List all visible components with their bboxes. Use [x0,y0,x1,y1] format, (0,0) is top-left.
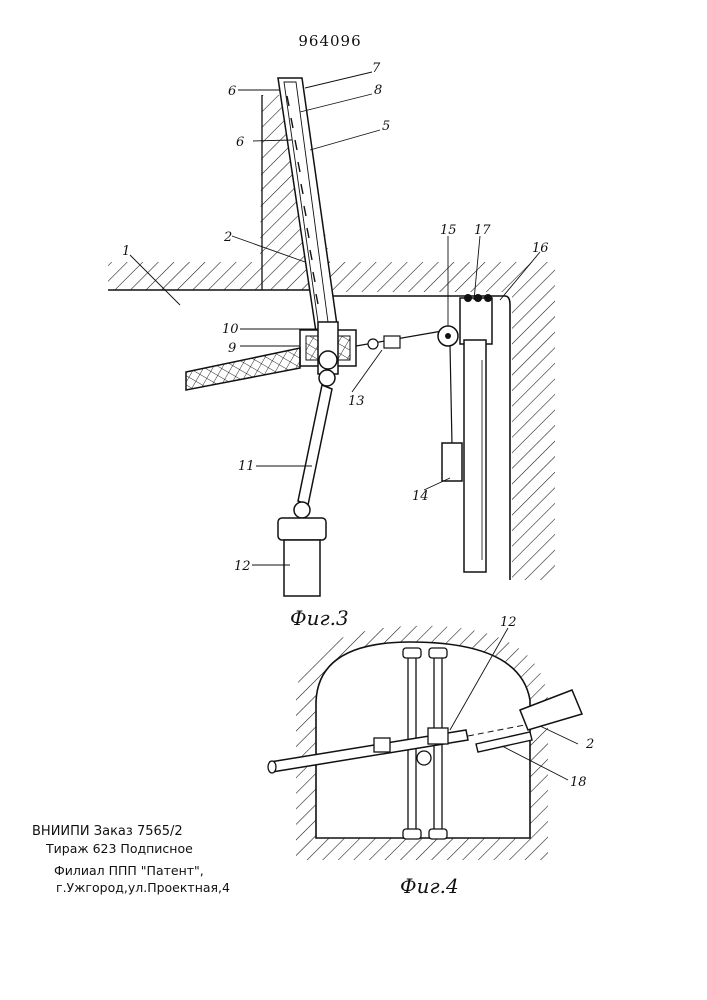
guide-rail-16 [464,340,486,572]
label-14: 14 [412,489,429,504]
imprint-line-2: Тираж 623 Подписное [32,840,230,857]
label-12: 12 [234,559,251,574]
imprint-line-1: ВНИИПИ Заказ 7565/2 [32,823,230,840]
imprint-line-4: г.Ужгород,ул.Проектная,4 [32,879,230,896]
figure-3: 6 7 8 6 5 2 1 15 17 16 10 9 13 11 14 12 … [108,61,555,630]
label-13: 13 [348,394,365,409]
label-12-fig4: 12 [500,615,517,630]
coupling-assembly-9-10 [300,322,356,374]
document-number: 964096 [298,32,361,50]
weight-14 [442,443,462,481]
label-17: 17 [474,223,491,238]
imprint-line-3: Филиал ППП "Патент", [32,857,230,879]
hose [186,348,300,390]
label-6b: 6 [236,135,244,150]
label-16: 16 [532,241,549,256]
nozzle-12 [278,518,326,596]
label-6a: 6 [228,84,236,99]
label-11: 11 [238,459,255,474]
imprint-block: ВНИИПИ Заказ 7565/2 Тираж 623 Подписное … [32,823,230,896]
label-7: 7 [372,61,381,76]
label-2-fig4: 2 [585,737,594,752]
label-10: 10 [222,322,239,337]
label-18: 18 [570,775,587,790]
label-9: 9 [228,341,236,356]
label-8: 8 [374,83,382,98]
label-15: 15 [440,223,457,238]
label-2: 2 [223,230,232,245]
figure-3-caption: Фиг.3 [290,606,349,630]
figure-4: 12 2 18 Фиг.4 [268,615,594,898]
label-5: 5 [382,119,390,134]
figure-4-caption: Фиг.4 [400,874,459,898]
label-1: 1 [122,244,130,259]
